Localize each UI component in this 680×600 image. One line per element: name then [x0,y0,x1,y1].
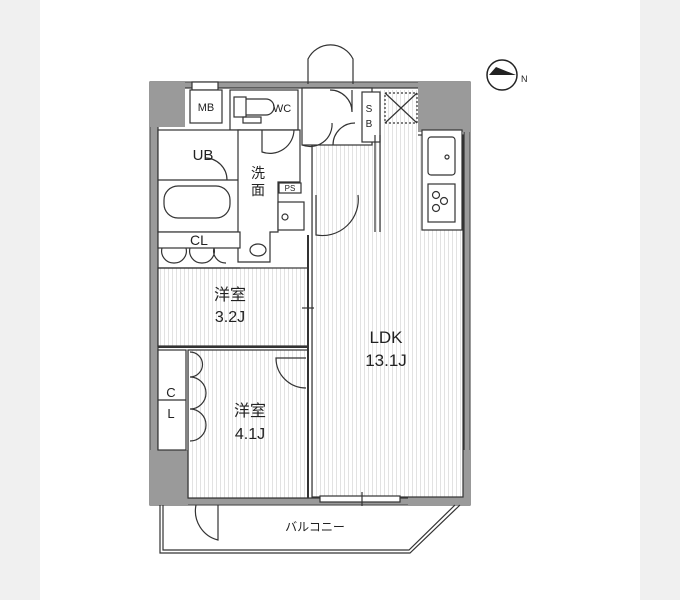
entrance-door [307,44,354,84]
ps-box [278,182,302,194]
ps-label: PS [285,184,296,193]
bedroom2-size: 4.1J [235,426,265,443]
wall-block [150,82,185,127]
compass-label: N [521,74,528,84]
balcony-outline [159,504,461,554]
shoebox [361,91,381,143]
unit-bath [157,129,241,233]
door-arc [301,122,356,148]
wc-label: WC [273,103,291,115]
closet-side-label-l: L [167,406,174,421]
bedroom1-name: 洋室 [214,286,246,304]
balcony-inner [162,504,456,551]
door-arc [261,129,295,154]
wall-block [150,450,188,505]
mb-cap [191,81,219,91]
closet-top-label: CL [190,232,208,248]
ldk-name: LDK [369,328,403,347]
sb-label-s: S [366,104,373,115]
compass-icon: N [486,59,528,91]
mb-box [189,89,223,124]
sb-label-b: B [366,119,373,130]
right-margin [640,0,680,600]
hood-x-icon [384,92,418,124]
closet-doors [189,351,207,442]
toilet-icon [233,96,275,124]
bedroom1-floor [157,267,309,347]
ub-label: UB [193,147,214,164]
washbasin-icon [249,243,267,257]
entrance [301,87,373,146]
left-margin [0,0,40,600]
door-arc [204,157,228,181]
closet-top [157,231,241,249]
bathtub-icon [163,185,231,219]
balcony-door-arc [194,504,219,541]
drain-icon [444,154,450,160]
ldk-size: 13.1J [365,351,407,370]
balcony-label: バルコニー [285,520,345,534]
door-arc [275,357,307,389]
window-sash [319,495,401,503]
door-arc [329,89,353,113]
bedroom2-name: 洋室 [234,402,266,420]
closet-side-label-c: C [166,385,175,400]
stove-icon [427,183,456,223]
bedroom2-floor [187,349,309,499]
washroom-label-2: 面 [251,182,265,198]
wall-block [418,82,470,132]
drain-icon [281,213,289,221]
ldk-door-arc [315,194,359,237]
bedroom1-size: 3.2J [215,309,245,326]
closet-doors [161,247,227,264]
range-hood [384,92,418,124]
sink-icon [427,136,456,176]
mb-label: MB [198,102,215,114]
washroom-label-1: 洗 [251,165,265,181]
